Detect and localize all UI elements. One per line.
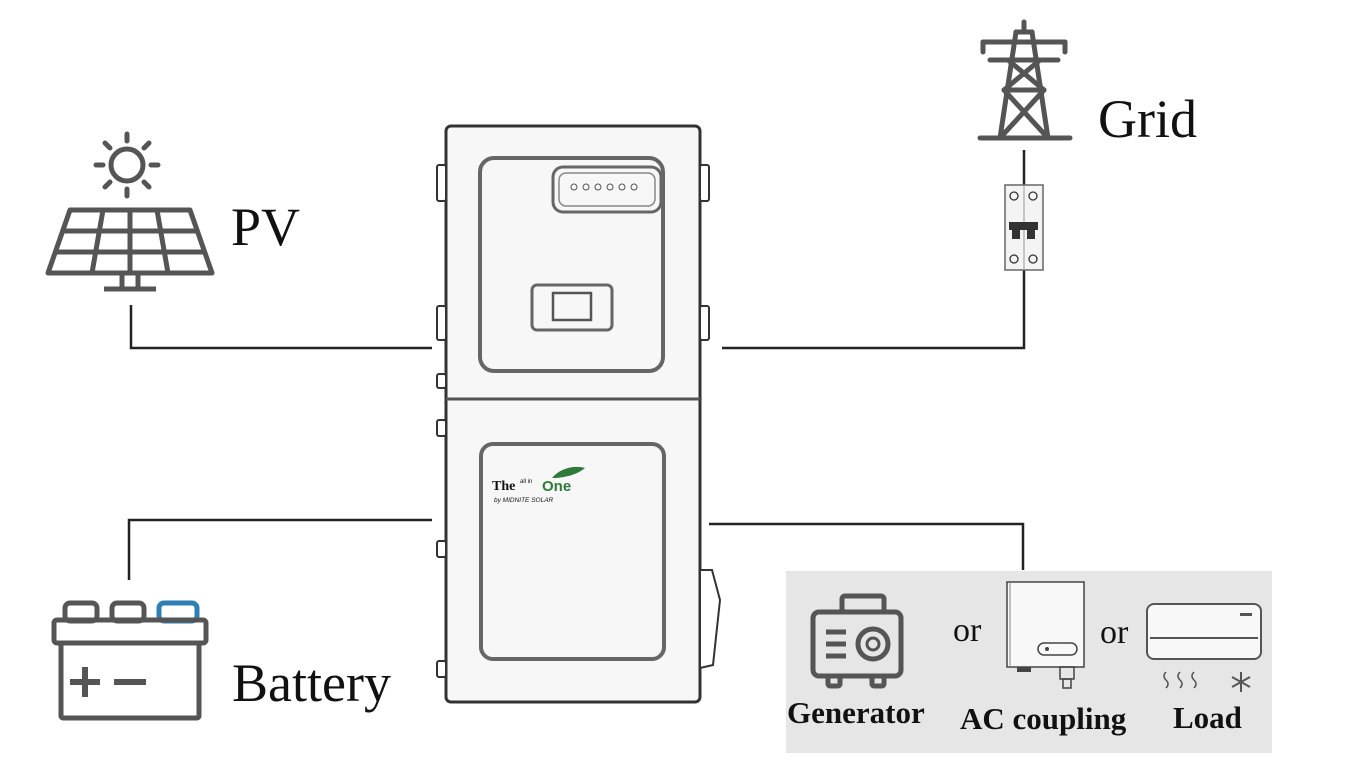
load-label: Load [1173, 700, 1242, 735]
sun-icon [93, 131, 161, 199]
or-label-1: or [953, 612, 982, 649]
logo-leaf [552, 466, 585, 478]
inverter-icon [1006, 581, 1085, 689]
midnite-logo: The all in One by MIDNITE SOLAR [492, 466, 585, 504]
connection-lines [127, 150, 1026, 580]
ac-coupling-label: AC coupling [960, 701, 1127, 736]
or-label-2: or [1100, 614, 1129, 651]
pv-connection-line [129, 305, 432, 350]
upper-door-panel [478, 156, 665, 373]
logo-all-in: all in [520, 479, 532, 485]
generator-label: Generator [787, 695, 925, 730]
pv-label: PV [231, 197, 300, 257]
grid-connection-line [722, 270, 1026, 350]
logo-the: The [492, 479, 515, 494]
solar-panel-icon [45, 207, 215, 292]
generator-icon [810, 593, 904, 689]
inverter-cabinet [436, 124, 722, 704]
lower-door-panel [479, 442, 666, 661]
grid-label: Grid [1098, 89, 1197, 149]
logo-one: One [542, 478, 571, 495]
display-screen [530, 283, 614, 332]
status-leds [570, 183, 638, 191]
air-conditioner-icon [1146, 603, 1262, 692]
battery-connection-line [127, 518, 432, 580]
status-led-panel [551, 165, 663, 214]
snowflake-icon [1231, 672, 1251, 692]
battery-label: Battery [232, 653, 391, 713]
logo-byline: by MIDNITE SOLAR [494, 497, 554, 504]
battery-icon [51, 600, 209, 721]
heat-waves-icon [1163, 671, 1197, 689]
options-connection-line [709, 522, 1025, 570]
transmission-tower-icon [977, 19, 1073, 141]
circuit-breaker-icon [1004, 184, 1044, 271]
